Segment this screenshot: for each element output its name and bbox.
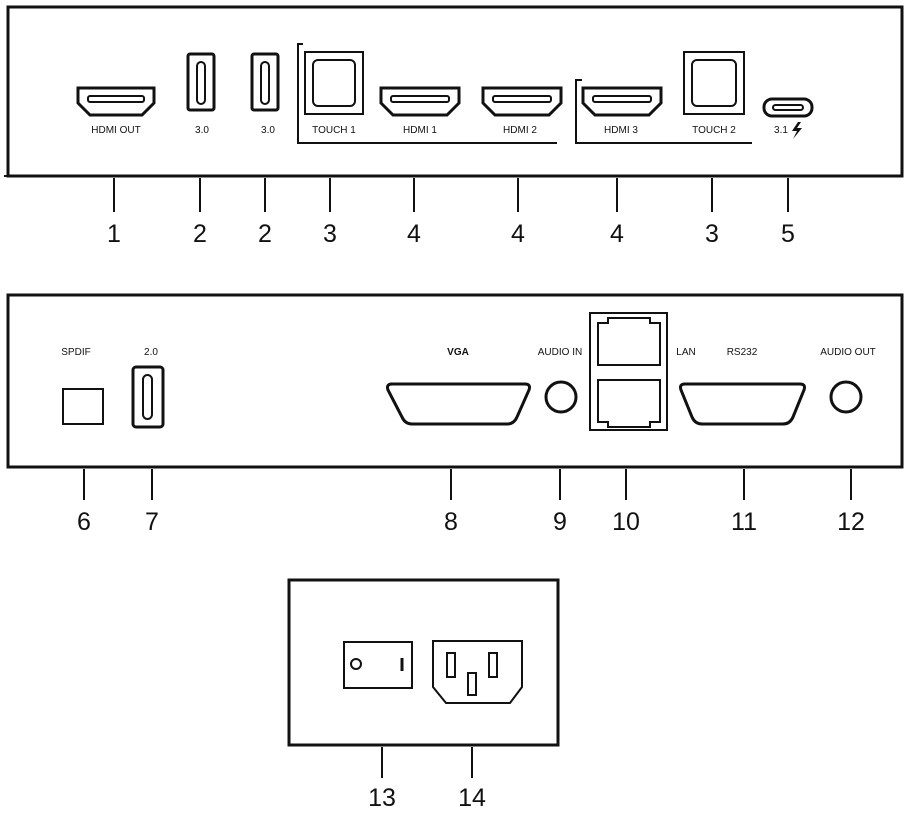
audio-out-label: AUDIO OUT [820, 347, 876, 358]
vga-label: VGA [447, 347, 469, 358]
audio-out-jack [829, 380, 863, 414]
touch-1-label: TOUCH 1 [312, 125, 356, 136]
usb-3-0-label-b: 3.0 [261, 125, 275, 136]
bracket-group-1 [297, 43, 557, 144]
callout-number: 4 [511, 220, 525, 248]
touch-2-label: TOUCH 2 [692, 125, 736, 136]
panel-bottom-frame [287, 578, 560, 747]
hdmi-2-label: HDMI 2 [503, 125, 537, 136]
lan-ports [589, 312, 668, 431]
panel-middle-frame [6, 293, 904, 469]
usb-3-0-port-b [250, 52, 280, 112]
callout-number: 11 [731, 508, 757, 536]
lan-port-upper [597, 317, 661, 366]
spdif-label: SPDIF [61, 347, 90, 358]
callout-number: 4 [610, 220, 624, 248]
audio-in-jack [544, 380, 578, 414]
leader-lines-top [113, 178, 789, 212]
callout-number: 3 [323, 220, 337, 248]
panel-middle: SPDIF 2.0 VGA AUDIO IN LAN RS232 AUDIO O… [6, 293, 904, 536]
usb-3-0-port-a [186, 52, 216, 112]
touch-2-port [683, 51, 745, 115]
usb-2-0-port [131, 365, 165, 429]
callout-number: 4 [407, 220, 421, 248]
panel-top-frame [6, 5, 904, 178]
audio-in-label: AUDIO IN [538, 347, 582, 358]
hdmi-1-port [379, 86, 461, 117]
callout-number: 12 [837, 508, 865, 536]
usb-2-0-label: 2.0 [144, 347, 158, 358]
usb-c-label: 3.1 [774, 125, 788, 136]
callout-number: 2 [258, 220, 272, 248]
callout-number: 5 [781, 220, 795, 248]
bracket-group-2 [575, 79, 752, 144]
hdmi-1-label: HDMI 1 [403, 125, 437, 136]
callout-number: 1 [107, 220, 121, 248]
callout-number: 14 [458, 784, 486, 812]
leader-lines-bottom [381, 747, 473, 778]
spdif-port [62, 388, 104, 425]
callout-number: 2 [193, 220, 207, 248]
lan-frame [589, 312, 668, 431]
leader-lines-middle [83, 469, 852, 500]
callout-number: 10 [612, 508, 640, 536]
lan-port-lower [597, 379, 661, 428]
callout-number: 7 [145, 508, 159, 536]
hdmi-3-port [581, 86, 663, 117]
panel-bottom: 13 14 [287, 578, 560, 812]
callout-number: 3 [705, 220, 719, 248]
switch-off-icon [350, 658, 362, 670]
lan-label: LAN [676, 347, 695, 358]
hdmi-2-port [481, 86, 563, 117]
usb-3-0-label-a: 3.0 [195, 125, 209, 136]
callout-number: 13 [368, 784, 396, 812]
power-delivery-bolt-icon [792, 122, 802, 139]
ac-power-inlet [432, 640, 523, 704]
usb-c-port [762, 97, 814, 118]
callout-number: 8 [444, 508, 458, 536]
rs232-port [679, 382, 806, 426]
callout-number: 6 [77, 508, 91, 536]
rs232-label: RS232 [727, 347, 758, 358]
hdmi-out-port [76, 86, 156, 117]
callout-number: 9 [553, 508, 567, 536]
hdmi-out-label: HDMI OUT [91, 125, 140, 136]
vga-port [386, 382, 531, 426]
power-switch [343, 641, 413, 689]
touch-1-port [304, 51, 364, 115]
panel-top: HDMI OUT 3.0 3.0 TOUCH 1 HDMI 1 [4, 5, 904, 248]
hdmi-3-label: HDMI 3 [604, 125, 638, 136]
